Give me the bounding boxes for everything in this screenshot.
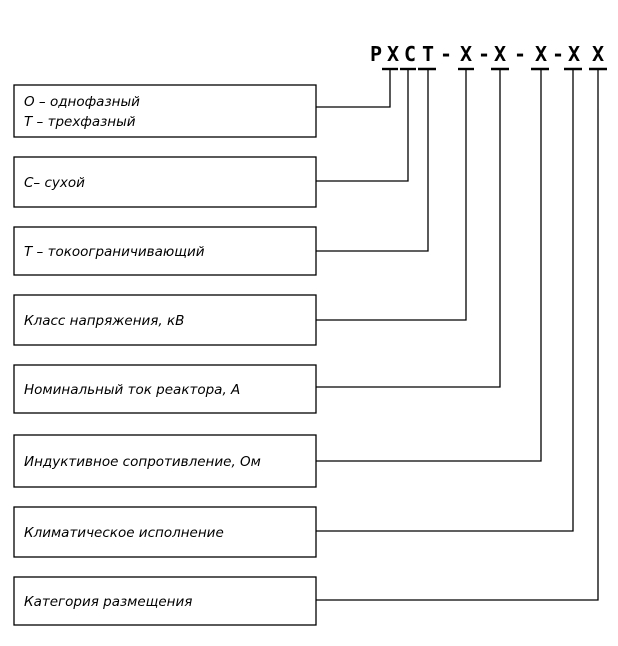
box-current-limiting-line-1: Т – токоограничивающий <box>24 244 205 260</box>
connector-4 <box>316 69 467 321</box>
connector-2 <box>316 69 409 182</box>
box-climatic-frame <box>13 506 317 558</box>
box-rated-current-frame <box>13 364 317 414</box>
code-char-7: Х <box>535 42 547 66</box>
box-phase: О – однофазный Т – трехфазный <box>13 84 317 138</box>
box-climatic: Климатическое исполнение <box>13 506 317 558</box>
box-dry: С– сухой <box>13 156 317 208</box>
code-char-8: Х <box>568 42 580 66</box>
box-rated-current: Номинальный ток реактора, А <box>13 364 317 414</box>
code-char-2: Х <box>387 42 399 66</box>
box-dry-frame <box>13 156 317 208</box>
box-phase-line-1: О – однофазный <box>24 94 140 110</box>
box-voltage-class: Класс напряжения, кВ <box>13 294 317 346</box>
connector-1 <box>316 69 391 108</box>
box-dry-line-1: С– сухой <box>24 175 85 191</box>
code-char-3: С <box>404 42 416 66</box>
box-phase-frame <box>13 84 317 138</box>
box-climatic-line-1: Климатическое исполнение <box>24 525 224 541</box>
connector-7 <box>316 69 574 532</box>
code-dash-3: - <box>514 42 526 66</box>
box-rated-current-line-1: Номинальный ток реактора, А <box>24 382 240 398</box>
connector-8 <box>316 69 599 601</box>
box-placement-frame <box>13 576 317 626</box>
code-char-1: Р <box>370 42 382 66</box>
box-voltage-class-frame <box>13 294 317 346</box>
box-placement: Категория размещения <box>13 576 317 626</box>
box-phase-line-2: Т – трехфазный <box>24 114 136 130</box>
code-dash-4: - <box>552 42 564 66</box>
connector-6 <box>316 69 542 462</box>
box-current-limiting-frame <box>13 226 317 276</box>
box-voltage-class-line-1: Класс напряжения, кВ <box>24 313 184 329</box>
code-char-9: Х <box>592 42 604 66</box>
code-dash-2: - <box>478 42 490 66</box>
code-dash-1: - <box>440 42 452 66</box>
box-inductive-resistance: Индуктивное сопротивление, Ом <box>13 434 317 488</box>
code-char-4: Т <box>422 42 434 66</box>
box-placement-line-1: Категория размещения <box>24 594 192 610</box>
connector-5 <box>316 69 501 388</box>
connector-lines <box>316 69 599 601</box>
box-current-limiting: Т – токоограничивающий <box>13 226 317 276</box>
code-char-5: Х <box>460 42 472 66</box>
code-char-6: Х <box>494 42 506 66</box>
box-inductive-resistance-frame <box>13 434 317 488</box>
box-inductive-resistance-line-1: Индуктивное сопротивление, Ом <box>24 454 261 470</box>
description-boxes: О – однофазный Т – трехфазный С– сухой Т… <box>13 84 317 626</box>
code-string: Р Х С Т - Х - Х - Х - Х Х <box>370 42 604 66</box>
connector-3 <box>316 69 429 252</box>
